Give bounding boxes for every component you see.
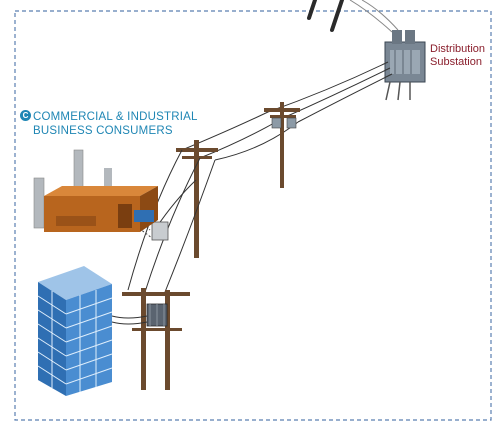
- consumer-label-line1: COMMERCIAL & INDUSTRIAL: [33, 111, 198, 123]
- dashed-frame: [14, 10, 492, 421]
- consumer-label-line2: BUSINESS CONSUMERS: [33, 125, 173, 137]
- utility-pole-icon: [122, 288, 190, 390]
- substation-label-line1: Distribution: [430, 43, 486, 55]
- utility-pole-icon: [176, 140, 218, 258]
- transmission-tower-icon: [307, 0, 344, 32]
- utility-pole-icon: [264, 102, 300, 188]
- substation-label-line2: Substation: [430, 56, 482, 68]
- office-building-icon: [37, 266, 113, 396]
- substation-icon: [384, 30, 426, 101]
- consumer-badge: C: [20, 110, 31, 121]
- factory-icon: [33, 149, 158, 232]
- transformer-icon: [146, 303, 168, 327]
